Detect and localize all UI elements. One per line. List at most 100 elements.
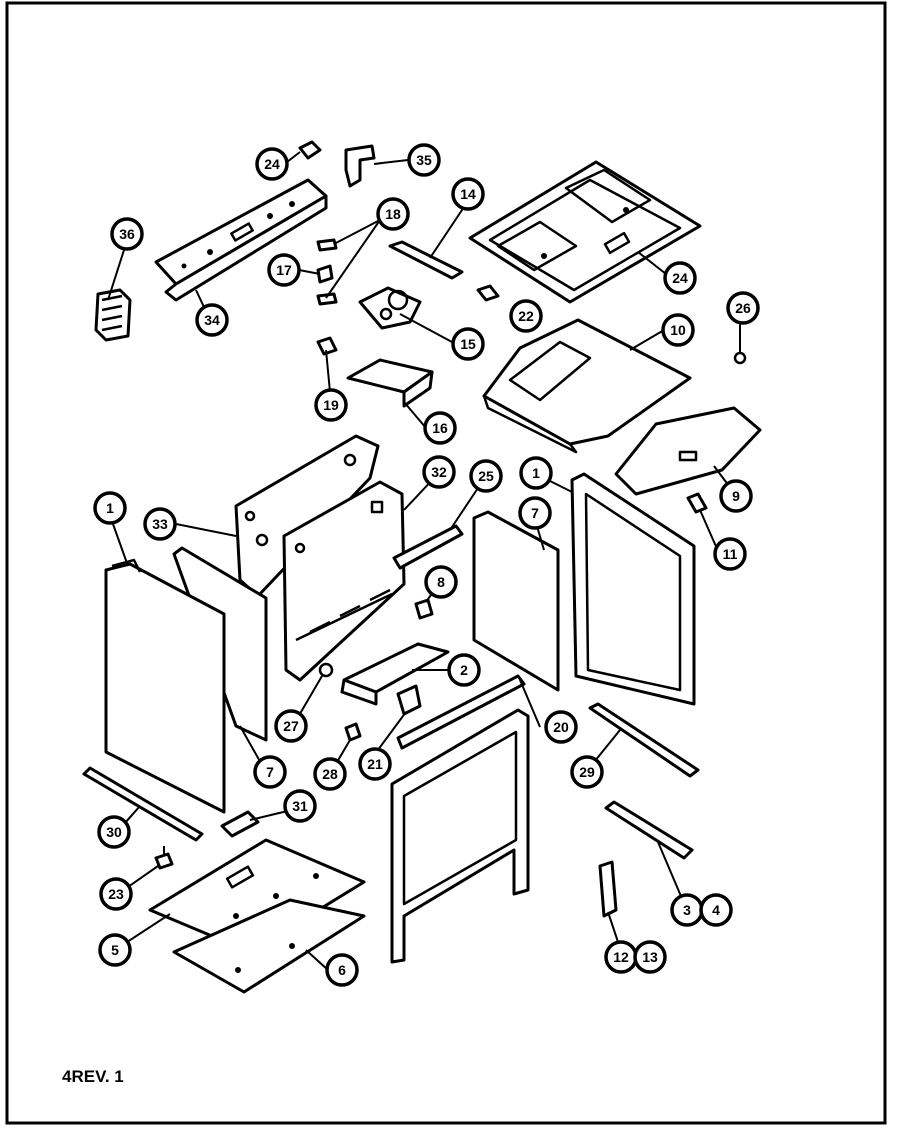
part-15-valve <box>358 286 422 330</box>
part-23-leveler <box>154 846 174 870</box>
svg-text:12: 12 <box>613 949 629 965</box>
callout-3: 3 <box>670 893 704 927</box>
callout-22: 22 <box>509 299 543 333</box>
part-17-18-clips <box>316 238 338 306</box>
svg-text:21: 21 <box>367 756 383 772</box>
callout-9: 9 <box>719 479 753 513</box>
svg-text:25: 25 <box>478 468 494 484</box>
callout-4: 4 <box>699 893 733 927</box>
part-19-bracket <box>316 336 338 356</box>
part-30-strip <box>82 766 204 842</box>
svg-text:7: 7 <box>266 764 274 780</box>
part-34-control-panel <box>154 178 328 302</box>
svg-text:27: 27 <box>283 718 299 734</box>
svg-text:18: 18 <box>385 206 401 222</box>
svg-text:20: 20 <box>553 719 569 735</box>
part-front-frame <box>390 708 530 964</box>
svg-text:31: 31 <box>292 798 308 814</box>
part-8-bracket <box>414 598 434 620</box>
callout-7-left: 7 <box>253 755 287 789</box>
callout-21: 21 <box>358 747 392 781</box>
part-1-right-side-panel <box>570 472 696 706</box>
svg-text:2: 2 <box>460 662 468 678</box>
callout-29: 29 <box>570 755 604 789</box>
svg-text:9: 9 <box>732 488 740 504</box>
svg-text:6: 6 <box>338 962 346 978</box>
part-11-clip <box>686 492 708 514</box>
part-16-bracket <box>346 358 434 408</box>
svg-text:33: 33 <box>152 516 168 532</box>
part-26-screw <box>733 351 747 365</box>
callout-24-cooktop: 24 <box>663 261 697 295</box>
part-20-strip <box>396 674 526 750</box>
svg-text:5: 5 <box>111 942 119 958</box>
svg-text:16: 16 <box>432 420 448 436</box>
callout-20: 20 <box>544 710 578 744</box>
part-1-left-side-panel <box>104 558 226 814</box>
part-22-clip <box>476 284 500 302</box>
svg-text:22: 22 <box>518 308 534 324</box>
part-25-strip <box>392 524 464 570</box>
part-9-rear-trim <box>614 406 762 496</box>
callout-14: 14 <box>451 177 485 211</box>
callout-35: 35 <box>407 143 441 177</box>
svg-text:7: 7 <box>531 505 539 521</box>
diagram-frame <box>5 1 887 1125</box>
svg-text:36: 36 <box>119 226 135 242</box>
callout-18: 18 <box>376 197 410 231</box>
svg-text:1: 1 <box>532 465 540 481</box>
callout-8: 8 <box>424 565 458 599</box>
svg-text:30: 30 <box>106 824 122 840</box>
callout-32: 32 <box>422 455 456 489</box>
callout-15: 15 <box>451 327 485 361</box>
callout-16: 16 <box>423 411 457 445</box>
svg-text:4: 4 <box>712 902 720 918</box>
callout-36: 36 <box>110 217 144 251</box>
svg-text:23: 23 <box>108 886 124 902</box>
part-36-bracket <box>94 288 132 342</box>
callout-10: 10 <box>661 313 695 347</box>
svg-text:14: 14 <box>460 186 476 202</box>
callout-1-left: 1 <box>93 491 127 525</box>
svg-text:10: 10 <box>670 322 686 338</box>
part-35-bracket <box>344 144 376 188</box>
part-7-insulation-right <box>472 510 560 692</box>
callout-11: 11 <box>713 537 747 571</box>
callout-25: 25 <box>469 459 503 493</box>
svg-text:13: 13 <box>642 949 658 965</box>
svg-text:3: 3 <box>683 902 691 918</box>
svg-text:32: 32 <box>431 464 447 480</box>
svg-text:1: 1 <box>106 500 114 516</box>
svg-text:24: 24 <box>264 156 280 172</box>
callout-24-top: 24 <box>255 147 289 181</box>
part-29-strip <box>588 702 700 778</box>
callout-1-right: 1 <box>519 456 553 490</box>
callout-34: 34 <box>195 303 229 337</box>
part-31-bracket <box>220 810 260 838</box>
svg-text:34: 34 <box>204 312 220 328</box>
callout-12: 12 <box>604 940 638 974</box>
part-21-bracket <box>396 684 422 716</box>
part-10-burner-box <box>482 318 692 454</box>
callout-28: 28 <box>313 757 347 791</box>
callout-27: 27 <box>274 709 308 743</box>
svg-text:29: 29 <box>579 764 595 780</box>
svg-text:19: 19 <box>323 397 339 413</box>
svg-text:28: 28 <box>322 766 338 782</box>
callout-2: 2 <box>447 653 481 687</box>
revision-label: 4REV. 1 <box>62 1067 124 1086</box>
part-2-bracket <box>340 642 450 706</box>
svg-text:15: 15 <box>460 336 476 352</box>
part-24-cooktop <box>468 160 702 304</box>
part-3-4-rail <box>604 800 694 860</box>
part-33-rear-panel <box>234 434 380 598</box>
svg-text:11: 11 <box>723 546 738 562</box>
callout-33: 33 <box>143 507 177 541</box>
callout-19: 19 <box>314 388 348 422</box>
svg-text:35: 35 <box>416 152 432 168</box>
svg-text:26: 26 <box>735 300 751 316</box>
callout-26: 26 <box>726 291 760 325</box>
callout-30: 30 <box>97 815 131 849</box>
callout-5: 5 <box>98 933 132 967</box>
